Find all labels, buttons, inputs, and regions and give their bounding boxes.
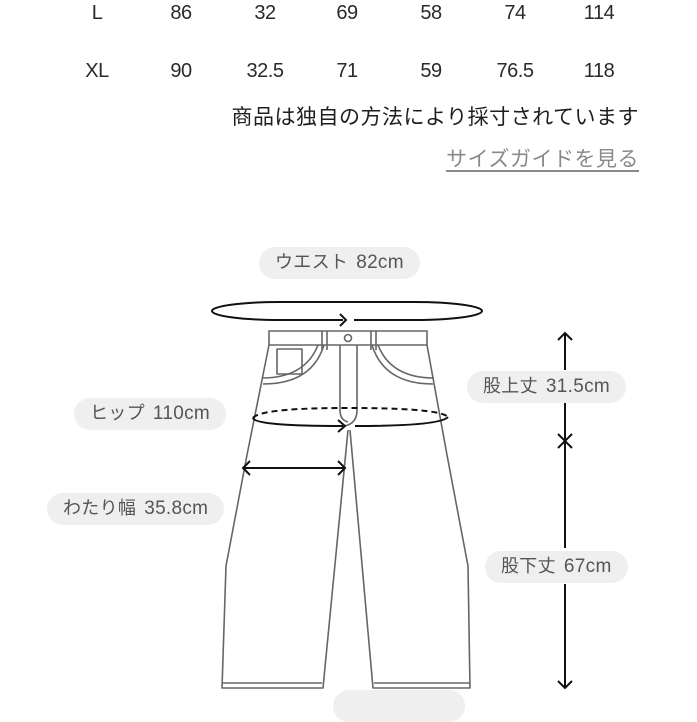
table-cell: 32 — [254, 2, 276, 24]
table-row-xl: XL 90 32.5 71 59 76.5 118 — [0, 60, 697, 90]
hip-label-name: ヒップ — [90, 403, 145, 424]
table-cell: 76.5 — [496, 60, 534, 82]
button — [343, 333, 353, 343]
rise-label-name: 股上丈 — [483, 376, 538, 397]
inseam-label-name: 股下丈 — [501, 556, 556, 577]
coin-pocket — [276, 348, 303, 375]
table-cell: 118 — [583, 60, 615, 82]
measurement-note: 商品は独自の方法により採寸されています — [231, 105, 639, 129]
thigh-label-value: 35.8cm — [144, 498, 209, 519]
pants-diagram — [211, 301, 573, 690]
size-label: XL — [85, 60, 109, 82]
table-cell: 86 — [170, 2, 192, 24]
left-leg-outline — [221, 344, 349, 689]
right-leg-outline — [349, 344, 471, 689]
hip-label: ヒップ 110cm — [74, 398, 227, 430]
right-pocket — [377, 344, 435, 379]
table-cell: 69 — [336, 2, 358, 24]
size-label: L — [91, 2, 103, 24]
table-cell: 114 — [583, 2, 615, 24]
table-cell: 74 — [504, 2, 526, 24]
table-cell: 58 — [420, 2, 442, 24]
hip-measure-icon — [252, 406, 449, 433]
inseam-label: 股下丈 67cm — [485, 551, 628, 583]
partial-label — [333, 690, 465, 722]
table-cell: 59 — [420, 60, 442, 82]
table-row-l: L 86 32 69 58 74 114 — [0, 2, 697, 32]
inseam-label-value: 67cm — [563, 556, 612, 577]
rise-label: 股上丈 31.5cm — [467, 371, 627, 403]
thigh-label-name: わたり幅 — [63, 498, 137, 519]
length-measure-icon — [557, 331, 573, 690]
thigh-label: わたり幅 35.8cm — [47, 493, 225, 525]
table-cell: 71 — [336, 60, 358, 82]
waist-measure-icon — [211, 301, 483, 327]
table-cell: 90 — [170, 60, 192, 82]
rise-label-value: 31.5cm — [545, 376, 611, 397]
thigh-measure-icon — [241, 460, 347, 476]
hip-label-value: 110cm — [152, 403, 211, 424]
fly — [339, 345, 349, 423]
table-cell: 32.5 — [246, 60, 284, 82]
left-pocket — [261, 344, 319, 379]
waist-label: ウエスト 82cm — [259, 247, 420, 279]
waist-label-value: 82cm — [356, 252, 404, 273]
waist-label-name: ウエスト — [275, 252, 349, 273]
waistband — [268, 330, 428, 346]
size-guide-link[interactable]: サイズガイドを見る — [446, 147, 639, 171]
